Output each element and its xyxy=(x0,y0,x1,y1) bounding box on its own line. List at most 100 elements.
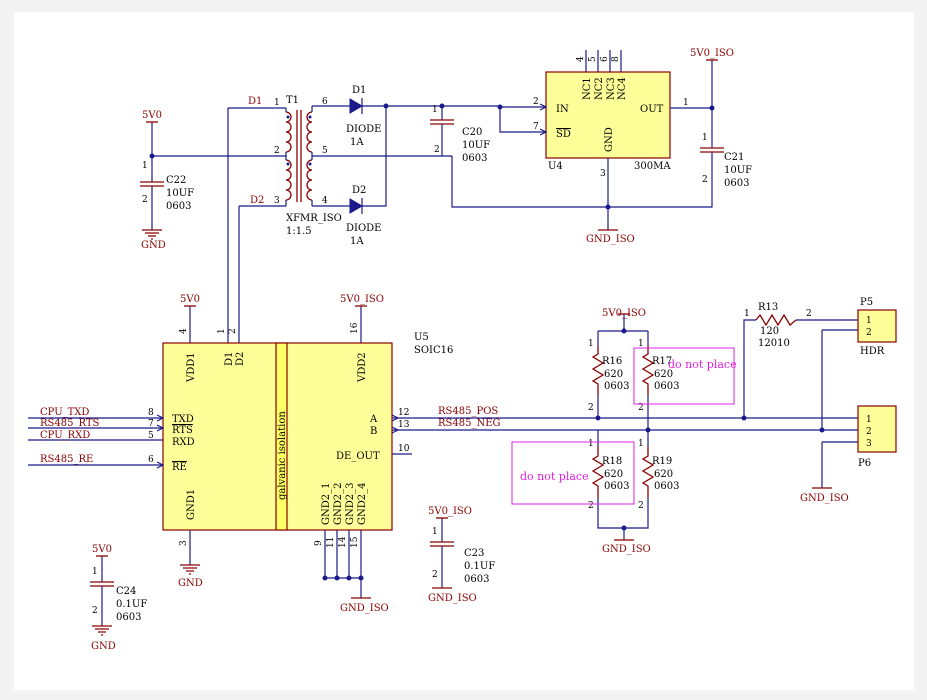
capacitor-c24[interactable]: 1 2 C24 0.1UF 0603 xyxy=(90,567,147,623)
svg-text:GND2_3: GND2_3 xyxy=(345,483,356,525)
svg-text:GND: GND xyxy=(178,578,203,589)
svg-text:2: 2 xyxy=(432,570,438,580)
junctions xyxy=(149,103,825,581)
svg-text:C24: C24 xyxy=(116,586,136,597)
diode-d1[interactable]: D1 DIODE 1A xyxy=(346,85,381,148)
ic-u5-isolated-transceiver[interactable]: galvanic isolation VDD1 D1 D2 VDD2 GND1 … xyxy=(148,322,453,548)
resistor-r16[interactable]: 1 2 R16 620 0603 xyxy=(588,339,629,413)
power-5v0-c24: 5V0 xyxy=(92,544,112,557)
svg-text:1: 1 xyxy=(683,98,689,108)
svg-text:4: 4 xyxy=(576,56,586,62)
svg-text:RS485_NEG: RS485_NEG xyxy=(438,418,501,429)
svg-text:10: 10 xyxy=(398,444,410,454)
svg-text:2: 2 xyxy=(92,606,98,616)
svg-text:120: 120 xyxy=(760,326,779,337)
svg-text:C22: C22 xyxy=(166,175,186,186)
svg-text:NC1: NC1 xyxy=(582,77,593,100)
svg-text:VDD1: VDD1 xyxy=(186,352,197,383)
resistor-r13[interactable]: 1 2 R13 120 12010 xyxy=(744,302,812,349)
svg-text:6: 6 xyxy=(148,455,154,465)
svg-text:B: B xyxy=(370,426,377,437)
svg-text:GND2_4: GND2_4 xyxy=(357,483,368,525)
svg-text:9: 9 xyxy=(314,540,324,546)
svg-text:2: 2 xyxy=(638,403,644,413)
svg-text:do not place: do not place xyxy=(520,470,589,483)
svg-text:1: 1 xyxy=(866,316,872,326)
svg-text:5: 5 xyxy=(588,56,598,62)
svg-text:12010: 12010 xyxy=(758,338,790,349)
svg-text:5V0_ISO: 5V0_ISO xyxy=(428,506,472,517)
svg-text:RXD: RXD xyxy=(172,437,195,448)
svg-text:IN: IN xyxy=(556,104,569,115)
svg-text:2: 2 xyxy=(702,175,708,185)
svg-text:4: 4 xyxy=(322,196,328,206)
svg-text:2: 2 xyxy=(274,146,280,156)
capacitor-c21[interactable]: 1 2 C21 10UF 0603 xyxy=(700,133,752,189)
svg-text:T1: T1 xyxy=(286,95,299,106)
transformer-t1[interactable]: T1 1 2 3 6 5 4 XFMR_ISO 1:1.5 xyxy=(274,95,342,237)
power-symbols: 5V0 GND 5V0_ISO GND_ISO 5V0 5V0_ISO GND xyxy=(91,48,849,652)
svg-text:3: 3 xyxy=(600,169,606,179)
capacitor-c22[interactable]: 1 2 C22 10UF 0603 xyxy=(140,161,194,212)
schematic-sheet: 5V0 GND 5V0_ISO GND_ISO 5V0 5V0_ISO GND xyxy=(14,12,914,690)
svg-text:10UF: 10UF xyxy=(724,165,752,176)
svg-text:CPU_TXD: CPU_TXD xyxy=(40,407,89,418)
svg-text:0603: 0603 xyxy=(464,574,489,585)
wires xyxy=(28,50,872,626)
svg-text:GND2_1: GND2_1 xyxy=(321,483,332,525)
svg-text:DIODE: DIODE xyxy=(346,124,381,135)
svg-text:CPU_RXD: CPU_RXD xyxy=(40,430,90,441)
svg-text:SD: SD xyxy=(556,129,571,140)
svg-text:RTS: RTS xyxy=(172,425,193,436)
svg-text:1: 1 xyxy=(588,339,594,349)
svg-text:1: 1 xyxy=(638,439,644,449)
svg-text:0603: 0603 xyxy=(462,153,487,164)
resistor-r19[interactable]: 1 2 R19 620 0603 xyxy=(638,439,679,511)
svg-text:620: 620 xyxy=(604,469,623,480)
connector-p6[interactable]: 1 2 3 P6 xyxy=(857,405,897,469)
svg-text:GND1: GND1 xyxy=(186,489,197,520)
svg-text:GND_ISO: GND_ISO xyxy=(340,603,389,614)
capacitor-c23[interactable]: 1 2 C23 0.1UF 0603 xyxy=(430,527,495,585)
resistor-r17[interactable]: 1 2 R17 620 0603 xyxy=(638,339,679,413)
svg-text:8: 8 xyxy=(611,56,621,62)
svg-text:8: 8 xyxy=(148,408,154,418)
svg-text:4: 4 xyxy=(179,328,189,334)
svg-text:5V0_ISO: 5V0_ISO xyxy=(340,294,384,305)
cpu-net-labels: CPU_TXD RS485_RTS CPU_RXD RS485_RE xyxy=(40,407,99,465)
svg-text:1: 1 xyxy=(432,105,438,115)
capacitor-c20[interactable]: 1 2 C20 10UF 0603 xyxy=(430,105,490,164)
svg-text:12: 12 xyxy=(398,408,409,418)
svg-text:1: 1 xyxy=(432,527,438,537)
svg-text:2: 2 xyxy=(588,501,594,511)
svg-text:D1: D1 xyxy=(224,352,235,366)
svg-text:VDD2: VDD2 xyxy=(357,352,368,383)
svg-text:0603: 0603 xyxy=(654,481,679,492)
svg-text:galvanic isolation: galvanic isolation xyxy=(277,411,288,500)
svg-text:U4: U4 xyxy=(548,161,563,172)
ground-gnd-c24: GND xyxy=(91,625,116,652)
bus-net-labels: RS485_POS RS485_NEG xyxy=(438,406,501,429)
svg-text:GND: GND xyxy=(141,240,166,251)
connector-p5-header[interactable]: 1 2 P5 HDR xyxy=(857,297,897,357)
resistor-r18[interactable]: 1 2 R18 620 0603 xyxy=(588,439,629,511)
ground-gnd-iso-c23: GND_ISO xyxy=(428,587,477,604)
svg-text:3: 3 xyxy=(179,540,189,546)
svg-text:620: 620 xyxy=(654,369,673,380)
svg-text:2: 2 xyxy=(588,403,594,413)
svg-text:RS485_RE: RS485_RE xyxy=(40,454,93,465)
svg-text:5V0: 5V0 xyxy=(142,110,162,121)
svg-text:C21: C21 xyxy=(724,152,744,163)
svg-text:D2: D2 xyxy=(352,185,366,196)
svg-text:300MA: 300MA xyxy=(634,161,671,172)
svg-text:0603: 0603 xyxy=(654,381,679,392)
svg-text:2: 2 xyxy=(638,501,644,511)
svg-text:1A: 1A xyxy=(350,137,364,148)
diode-d2[interactable]: D2 DIODE 1A xyxy=(346,185,381,247)
ic-u4-ldo[interactable]: IN SD OUT GND NC1 NC2 NC3 NC4 4 5 6 8 2 … xyxy=(528,56,694,184)
svg-text:NC2: NC2 xyxy=(594,77,605,100)
svg-text:1A: 1A xyxy=(350,236,364,247)
svg-text:RE: RE xyxy=(172,462,187,473)
svg-text:D2: D2 xyxy=(235,352,246,366)
svg-text:GND: GND xyxy=(604,127,615,152)
